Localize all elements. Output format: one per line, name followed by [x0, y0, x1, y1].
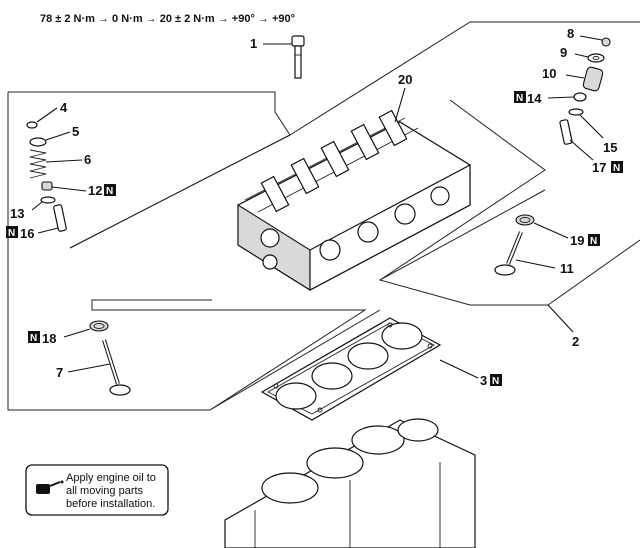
frame-diagonal: [69, 134, 291, 249]
callout-3: 3: [480, 373, 487, 388]
new-part-letter-3: N: [492, 376, 499, 387]
callout-16: 16: [20, 226, 34, 241]
valve-cotter: [26, 121, 38, 129]
callout-6: 6: [84, 152, 91, 167]
new-part-mark-12: [104, 184, 116, 196]
new-part-mark-14: [514, 91, 526, 103]
callout-8: 8: [567, 26, 574, 41]
spring-right: [582, 66, 604, 92]
frame-right: [378, 99, 640, 306]
oil-note-line-2: all moving parts: [66, 485, 144, 497]
new-part-mark-16: [6, 226, 18, 238]
callout-2: 2: [572, 334, 579, 349]
retainer-right: [587, 53, 605, 63]
oil-can-icon: [36, 480, 64, 494]
new-part-letter-16: N: [8, 228, 15, 239]
leader-12: [51, 186, 87, 192]
leader-18: [63, 328, 91, 338]
leader-20: [394, 87, 406, 123]
new-part-letter-19: N: [590, 236, 597, 247]
leader-8: [579, 35, 603, 41]
seal-ring-19: [515, 214, 535, 226]
oil-note: Apply engine oil to all moving parts bef…: [25, 464, 169, 516]
callout-4: 4: [60, 100, 68, 115]
frame-left: [7, 92, 367, 411]
leader-5: [45, 131, 71, 141]
leader-6: [45, 159, 83, 163]
leader-13: [31, 201, 43, 211]
callout-15: 15: [603, 140, 617, 155]
new-part-letter-14: N: [516, 93, 523, 104]
new-part-mark-3: [490, 374, 502, 386]
leader-9: [574, 53, 589, 58]
leader-11: [515, 259, 556, 269]
frame-top: [289, 21, 640, 136]
torque-sequence: 78 ± 2 N·m → 0 N·m → 20 ± 2 N·m → +90° →…: [40, 13, 295, 25]
intake-valve: [494, 231, 523, 276]
callout-11: 11: [560, 261, 574, 276]
callout-17: 17: [592, 160, 606, 175]
valve-guide-left: [53, 204, 67, 232]
callout-13: 13: [10, 206, 24, 221]
callout-12: 12: [88, 183, 102, 198]
callout-18: 18: [42, 331, 56, 346]
callout-19: 19: [570, 233, 584, 248]
callout-7: 7: [56, 365, 63, 380]
oil-note-line-3: before installation.: [66, 498, 155, 510]
new-part-mark-18: [28, 331, 40, 343]
new-part-letter-12: N: [106, 186, 113, 197]
callout-5: 5: [72, 124, 79, 139]
valve-guide-right: [559, 119, 573, 145]
callout-20: 20: [398, 72, 412, 87]
leader-4: [36, 107, 58, 123]
frame-bottom: [209, 309, 381, 411]
valve-cotter-right: [601, 37, 611, 47]
new-part-mark-19: [588, 234, 600, 246]
spring-seat-right: [568, 108, 584, 116]
valve-spring-retainer: [29, 137, 47, 147]
cylinder-head: [237, 109, 471, 291]
new-part-letter-18: N: [30, 333, 37, 344]
head-gasket: [260, 317, 442, 421]
exhaust-valve: [102, 339, 131, 396]
oil-note-box: [25, 464, 169, 516]
oil-note-line-1: Apply engine oil to: [66, 472, 156, 484]
valve-spring: [29, 149, 47, 179]
leader-15: [579, 114, 604, 139]
new-part-letter-17: N: [613, 163, 620, 174]
leader-19: [533, 222, 569, 239]
leader-10: [565, 74, 585, 79]
callout-14: 14: [527, 91, 542, 106]
new-part-mark-17: [611, 161, 623, 173]
leader-14: [547, 96, 575, 99]
frame-right-inner: [379, 189, 546, 281]
callout-10: 10: [542, 66, 556, 81]
callout-1: 1: [250, 36, 257, 51]
spring-seat: [40, 196, 56, 204]
leader-7: [67, 363, 111, 373]
cylinder-block: [224, 418, 476, 548]
head-bolt: [291, 35, 305, 79]
leader-17: [569, 139, 594, 161]
seal-ring-18: [89, 320, 109, 332]
leader-3: [439, 359, 479, 379]
callout-9: 9: [560, 45, 567, 60]
leader-16: [37, 227, 59, 234]
leader-2: [547, 304, 574, 333]
stem-seal-right: [573, 92, 587, 102]
valve-stem-seal: [41, 181, 53, 191]
